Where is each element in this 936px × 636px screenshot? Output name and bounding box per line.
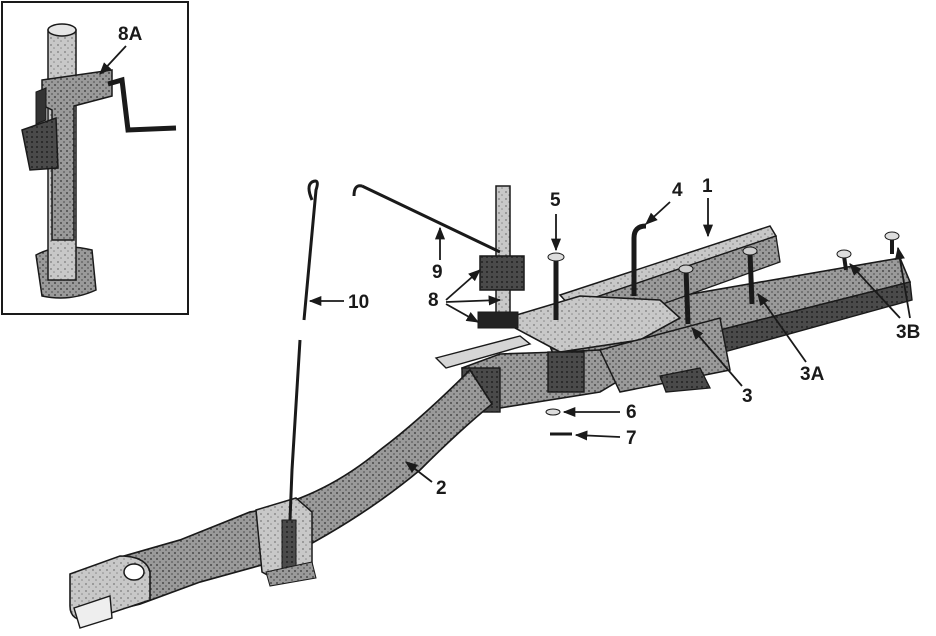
bolts <box>547 223 900 325</box>
callout-1: 1 <box>702 176 713 197</box>
callout-7: 7 <box>626 428 637 449</box>
support-rod <box>352 184 501 254</box>
leader-8c <box>445 303 480 323</box>
callout-3A: 3A <box>800 364 825 385</box>
callout-3: 3 <box>742 386 753 407</box>
callout-4: 4 <box>672 180 683 201</box>
safety-rod <box>288 179 319 521</box>
callout-2: 2 <box>436 478 447 499</box>
hitch-frame <box>69 225 913 629</box>
callouts: 1 4 5 9 8 10 3 3A 3B 6 7 2 <box>308 176 920 499</box>
callout-6: 6 <box>626 402 637 423</box>
jack-crank <box>107 76 177 133</box>
leader-3B-b <box>894 246 911 319</box>
callout-8: 8 <box>428 290 439 311</box>
callout-10: 10 <box>348 292 369 313</box>
leader-8b <box>445 295 502 306</box>
leader-3A <box>757 292 807 363</box>
leader-2 <box>405 461 433 483</box>
jack-side-plate <box>21 116 59 171</box>
leader-3 <box>691 327 743 387</box>
leader-8a <box>445 269 481 301</box>
jack-inset: 8A <box>1 1 189 315</box>
callout-3B: 3B <box>896 322 920 343</box>
callout-5: 5 <box>550 190 561 211</box>
leader-8A <box>99 45 127 75</box>
leader-7 <box>574 430 621 441</box>
leader-4 <box>645 201 671 225</box>
jack-post-assembly <box>477 185 525 329</box>
callout-9: 9 <box>432 262 443 283</box>
callout-8A: 8A <box>118 24 143 45</box>
washer-part <box>545 408 561 416</box>
leader-3B-a <box>849 263 901 319</box>
